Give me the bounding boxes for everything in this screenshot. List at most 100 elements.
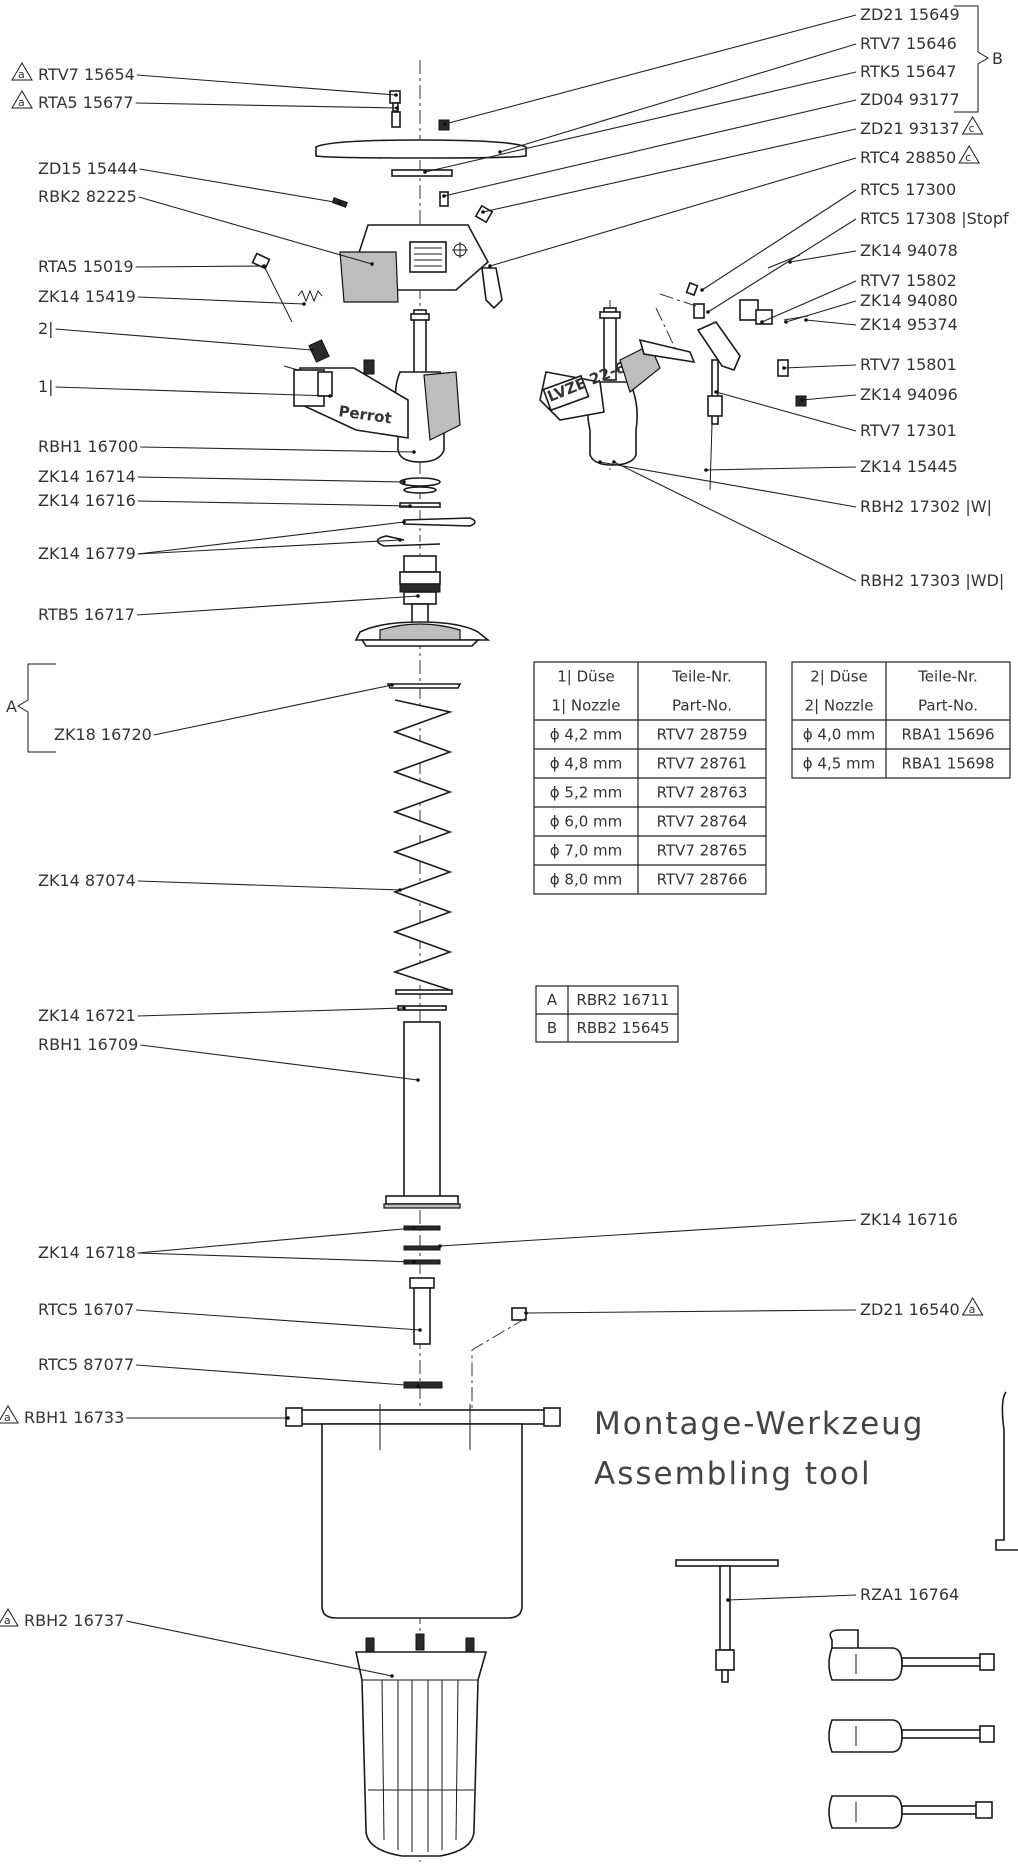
leader-dot [488,264,492,268]
revision-triangle-icon: c [958,145,980,164]
table-cell-size: ϕ 4,5 mm [803,755,876,773]
callout-label: RTV7 15802 [860,271,957,290]
leader-dot [412,450,416,454]
rtb5-nut [399,555,441,627]
leader-line [444,14,857,125]
leader-line [135,265,265,268]
leader-dot [408,504,412,508]
callout-label: ZK14 94096 [860,385,958,404]
leader-line [137,521,405,555]
leader-line [499,43,857,153]
leader-line [783,364,857,369]
group-a-label: A [6,697,17,716]
leader-dot [782,366,786,370]
leader-line [153,684,393,736]
table-cell-part: RTV7 28761 [657,755,748,773]
leader-line [439,1219,857,1247]
leader-line [715,391,857,432]
leader-line [599,461,857,508]
table-cell-size: 2| Düse [810,668,867,686]
table-cell-size: 1| Düse [557,668,614,686]
leader-dot [706,310,710,314]
tool-title-line1: Montage-Werkzeug [594,1406,924,1442]
leader-lines [55,14,857,1678]
callout-label: ZK14 16714 [38,467,136,486]
revision-triangle-icon: a [11,62,33,81]
callout-label: ZK14 16716 [860,1210,958,1229]
callout-label: RTC5 17300 [860,180,956,199]
leader-line [525,1309,857,1314]
revision-mark: c [969,122,975,135]
leader-line [805,319,857,326]
callout-label: ZK14 15419 [38,287,136,306]
table-cell-part: RTV7 28763 [657,784,748,802]
table-cell-part: RBA1 15698 [901,755,994,773]
leader-line [443,99,857,197]
leader-line [138,196,373,265]
leader-dot [704,468,708,472]
leader-line [707,218,857,313]
tube-16709 [383,1021,461,1209]
leader-dot [481,210,485,214]
leader-dot [302,302,306,306]
leader-dot [286,1416,290,1420]
table-cell-size: ϕ 5,2 mm [550,784,623,802]
callout-label: 2| [38,319,54,338]
leader-line [136,74,397,96]
leader-dot [598,460,602,464]
spring [392,699,453,995]
leader-line [55,328,313,351]
leader-dot [310,348,314,352]
revision-mark: c [965,151,971,164]
leader-line [489,157,857,267]
leader-line [701,189,857,291]
callout-label: ZK14 15445 [860,457,958,476]
leader-line [613,461,857,582]
leader-line [140,446,415,453]
revision-triangle-icon: a [0,1608,19,1627]
leader-line [137,476,405,483]
callout-label: RTV7 17301 [860,421,957,440]
table-cell-size: ϕ 4,8 mm [550,755,623,773]
table-cell-part: Part-No. [918,697,978,715]
callout-label: ZD15 15444 [38,159,138,178]
callout-label: ZD04 93177 [860,90,960,109]
callout-label: ZK14 16718 [38,1243,136,1262]
revision-triangle-icon: a [961,1297,984,1316]
table-cell-size: ϕ 4,0 mm [803,726,876,744]
leader-line [55,386,331,397]
screwdriver-3 [828,1795,993,1829]
callout-label: RBH1 16709 [38,1035,138,1054]
revision-mark: a [969,1303,976,1316]
leader-dot [804,318,808,322]
leader-dot [726,1598,730,1602]
leader-line [801,394,857,401]
revision-triangle-icon: a [11,90,33,109]
leader-dot [416,594,420,598]
table-cell-size: ϕ 4,2 mm [550,726,623,744]
leader-dot [328,394,332,398]
leader-dot [402,480,406,484]
basket-16737 [355,1633,488,1857]
leader-line [727,1594,857,1601]
leader-dot [612,460,616,464]
leader-line [424,71,857,173]
callout-label: RBH2 16737 [24,1611,124,1630]
leader-dot [398,538,402,542]
left-screws [251,252,323,323]
revision-mark: a [4,1411,11,1424]
callout-label: RTA5 15677 [38,93,134,112]
table-cell-size: ϕ 8,0 mm [550,871,623,889]
leader-dot [700,288,704,292]
callout-label: ZD21 93137 [860,119,960,138]
callout-label: RBH2 17302 |W| [860,497,992,516]
leader-line [137,539,401,555]
guide-pin-16707 [403,1277,443,1389]
leader-dot [395,106,399,110]
callout-label: ZK14 16721 [38,1006,136,1025]
leader-dot [370,262,374,266]
leader-line [137,1252,415,1263]
leader-dot [412,1226,416,1230]
upper-bracket [331,197,503,310]
